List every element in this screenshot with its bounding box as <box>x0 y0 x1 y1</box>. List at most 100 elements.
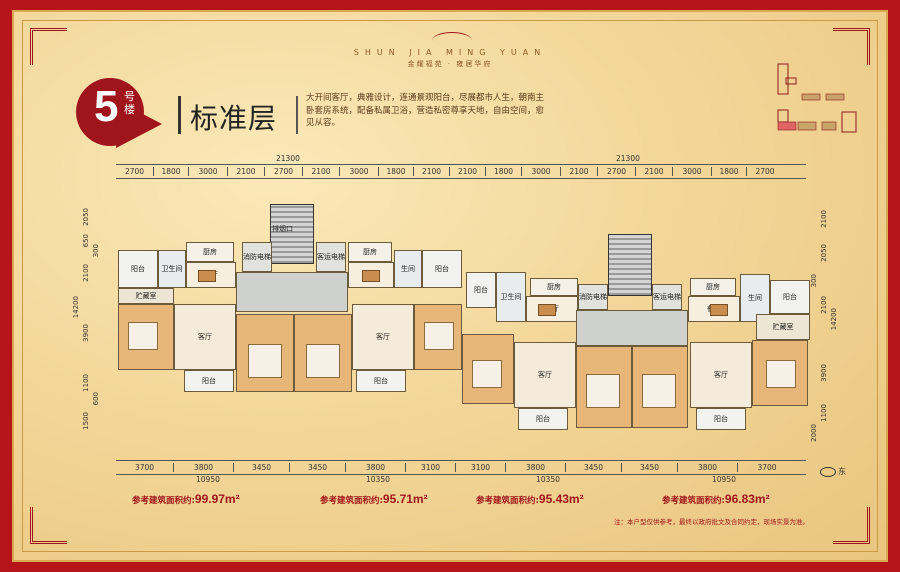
dim-value: 300 <box>92 244 100 258</box>
brand-english: SHUN JIA MING YUAN <box>353 48 547 57</box>
corner-ornament <box>30 28 67 65</box>
room-living: 客厅 <box>690 342 752 408</box>
dim-value: 3800 <box>678 463 738 472</box>
corridor <box>576 310 688 346</box>
dim-value: 3100 <box>406 463 456 472</box>
dim-value: 3900 <box>82 324 90 342</box>
passenger-elevator: 客运电梯 <box>316 242 346 272</box>
dining-table <box>710 304 728 316</box>
dining-table <box>362 270 380 282</box>
room-kitchen: 厨房 <box>348 242 392 262</box>
room-balcony: 阳台 <box>422 250 462 288</box>
dim-value: 14200 <box>72 296 80 319</box>
dim-value: 2100 <box>561 167 598 176</box>
dim-value: 2000 <box>810 424 818 442</box>
title-divider <box>178 96 181 134</box>
dim-value: 650 <box>82 234 90 248</box>
room-living: 客厅 <box>514 342 576 408</box>
room-bathroom: 生间 <box>394 250 422 288</box>
brand-header: SHUN JIA MING YUAN 金耀福苑 · 雍居华府 <box>14 30 886 69</box>
dining-table <box>538 304 556 316</box>
dim-value: 3450 <box>234 463 290 472</box>
brand-chinese: 金耀福苑 · 雍居华府 <box>407 60 493 68</box>
room-balcony: 阳台 <box>184 370 234 392</box>
dim-value: 14200 <box>830 308 838 331</box>
dining-table <box>198 270 216 282</box>
poster-paper: SHUN JIA MING YUAN 金耀福苑 · 雍居华府 5 号楼 标准层 … <box>12 10 888 562</box>
room-bathroom: 生间 <box>740 274 770 322</box>
disclaimer-note: 注：本户型仅供参考，最终以政府批文及合同约定，现场实景为准。 <box>614 518 809 526</box>
passenger-elevator: 客运电梯 <box>652 284 682 310</box>
room-bathroom: 卫生间 <box>158 250 186 288</box>
dim-value: 3900 <box>820 364 828 382</box>
dim-value: 1800 <box>712 167 747 176</box>
area-label: 参考建筑面积约:96.83m² <box>662 492 770 506</box>
bed <box>424 322 454 350</box>
smoke-vent-label: 排烟口 <box>272 225 293 233</box>
corridor <box>236 272 348 312</box>
fire-elevator: 消防电梯 <box>242 242 272 272</box>
brand-logo-icon <box>432 32 472 49</box>
fire-elevator: 消防电梯 <box>578 284 608 310</box>
dim-value: 1100 <box>820 404 828 422</box>
dim-value: 2100 <box>820 210 828 228</box>
compass: 东 <box>820 466 846 477</box>
area-label: 参考建筑面积约:95.71m² <box>320 492 428 506</box>
corner-ornament <box>833 28 870 65</box>
dim-value: 3000 <box>522 167 561 176</box>
dim-value: 3450 <box>566 463 622 472</box>
room-balcony: 阳台 <box>466 272 496 308</box>
area-label: 参考建筑面积约:99.97m² <box>132 492 240 506</box>
dim-total: 10950 <box>196 475 220 484</box>
bed <box>766 360 796 388</box>
dim-value: 2100 <box>303 167 340 176</box>
dim-total: 21300 <box>276 154 300 163</box>
room-kitchen: 厨房 <box>530 278 578 296</box>
room-storage: 贮藏室 <box>118 288 174 304</box>
floor-plans: 阳台 卫生间 厨房 餐厅 贮藏室 次卧 客厅 阳台 主卧 消防电梯 客运电梯 排… <box>110 194 810 444</box>
bed <box>248 344 282 378</box>
compass-icon <box>820 466 836 477</box>
building-number: 5 <box>94 82 119 131</box>
dim-value: 2100 <box>228 167 265 176</box>
dim-value: 3800 <box>506 463 566 472</box>
dim-value: 3700 <box>116 463 174 472</box>
room-kitchen: 厨房 <box>690 278 736 296</box>
bed <box>586 374 620 408</box>
stairwell <box>608 234 652 296</box>
room-bathroom: 卫生间 <box>496 272 526 322</box>
room-second-bedroom: 次卧 <box>462 334 514 404</box>
dim-value: 3700 <box>757 463 777 472</box>
dim-value: 2100 <box>414 167 450 176</box>
bed <box>128 322 158 350</box>
dim-value: 3000 <box>340 167 379 176</box>
dim-total: 10350 <box>366 475 390 484</box>
area-value: 95.43m² <box>538 492 584 506</box>
dim-value: 2700 <box>598 167 636 176</box>
room-balcony: 阳台 <box>356 370 406 392</box>
bed <box>306 344 340 378</box>
building-suffix: 号楼 <box>124 90 135 116</box>
dim-value: 2100 <box>636 167 673 176</box>
area-value: 95.71m² <box>382 492 428 506</box>
dim-value: 3800 <box>346 463 406 472</box>
room-living: 客厅 <box>174 304 236 370</box>
dim-total: 21300 <box>616 154 640 163</box>
bottom-dimensions: 3700 3800 3450 3450 3800 3100 3100 3800 … <box>116 460 806 486</box>
dim-value: 1500 <box>82 412 90 430</box>
dim-value: 1800 <box>154 167 189 176</box>
key-plan-map <box>777 63 857 133</box>
page-title: 标准层 <box>190 102 278 135</box>
dim-value: 2700 <box>116 167 154 176</box>
compass-label: 东 <box>838 467 846 476</box>
dim-row-left: 2700 1800 3000 2100 2700 2100 3000 1800 … <box>116 167 806 176</box>
room-balcony: 阳台 <box>518 408 568 430</box>
dim-value: 1100 <box>82 374 90 392</box>
dim-value: 3450 <box>622 463 678 472</box>
dim-value: 3450 <box>290 463 346 472</box>
dim-value: 2100 <box>82 264 90 282</box>
area-value: 99.97m² <box>194 492 240 506</box>
room-balcony: 阳台 <box>696 408 746 430</box>
plan-description: 大开间客厅，典雅设计，连通景观阳台，尽展都市人生，朝南主卧套房系统，配备私属卫浴… <box>306 93 545 128</box>
room-master-bedroom: 主卧 <box>236 314 294 392</box>
